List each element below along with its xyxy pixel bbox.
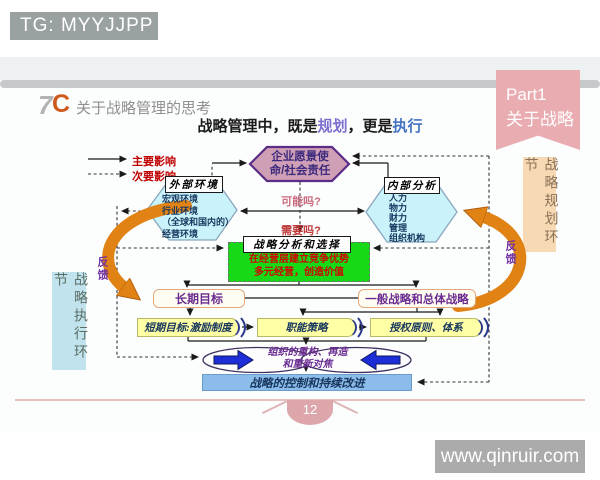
analysis-line1: 在经营层建立竞争优势 — [249, 254, 349, 265]
header-divider-bar — [0, 80, 600, 88]
restructure-text: 组织的重构、再造 和重新对焦 — [250, 347, 365, 371]
vision-line2: 命/社会责任 — [269, 165, 331, 177]
banner-right-curves — [240, 317, 489, 338]
internal-item: 物力 — [389, 203, 408, 213]
external-item: （全球和国内的） — [162, 217, 235, 227]
site-watermark-badge: www.qinruir.com — [435, 440, 585, 473]
internal-item: 组织机构 — [389, 233, 426, 243]
long-term-goals-box: 长期目标 — [153, 289, 245, 308]
feedback-arrows — [102, 200, 527, 312]
vision-line1: 企业愿景使 — [271, 151, 329, 163]
external-item: 宏观环境 — [162, 194, 199, 204]
blue-arrow-right-icon — [213, 349, 254, 371]
feedback-label-right: 反馈 — [504, 240, 516, 266]
external-env-label: 外部环境 — [165, 176, 223, 193]
strategy-analysis-text: 在经营层建立竞争优势 多元经营，创造价值 — [229, 254, 369, 279]
banner-functional-strategy: 职能策略 — [257, 318, 357, 337]
question-needed: 需要吗? — [281, 225, 321, 237]
diagram-title: 战略管理中，既是规划，更是执行 — [150, 115, 470, 136]
slide-top-band — [0, 57, 600, 80]
external-item: 行业环境 — [162, 205, 199, 216]
external-item: 经营环境 — [162, 228, 199, 239]
analysis-line2: 多元经营，创造价值 — [254, 266, 344, 278]
blue-arrow-left-icon — [360, 349, 401, 371]
vision-hexagon — [248, 145, 351, 183]
restructure-line2: 和重新对焦 — [282, 359, 333, 370]
title-highlight-planning: 规划 — [317, 118, 348, 135]
ribbon-line2: 关于战略 — [506, 110, 574, 129]
banner-authorization-system: 授权原则、体系 — [370, 318, 483, 337]
internal-analysis-items: 人力 物力 财力 管理 组织机构 — [389, 193, 451, 243]
page-number-badge: 12 — [287, 400, 333, 425]
title-text: ，更是 — [347, 118, 393, 135]
strategy-control-bar: 战略的控制和持续改进 — [202, 374, 412, 391]
internal-item: 人力 — [389, 193, 408, 203]
internal-item: 财力 — [389, 213, 408, 223]
title-highlight-execution: 执行 — [392, 118, 423, 135]
internal-analysis-label: 内部分析 — [384, 177, 440, 194]
internal-item: 管理 — [389, 223, 408, 233]
general-strategy-box: 一般战略和总体战略 — [358, 289, 476, 308]
feedback-arrow-left-icon — [102, 200, 192, 289]
question-possible: 可能吗? — [281, 196, 321, 208]
slide-header-title: 关于战略管理的思考 — [76, 100, 212, 117]
feedback-arrow-right-icon — [452, 216, 527, 312]
ribbon-line1: Part1 — [506, 85, 547, 104]
tg-watermark-badge: TG: MYYJJPP — [10, 12, 158, 40]
restructure-line1: 组织的重构、再造 — [267, 347, 348, 358]
solid-connectors — [88, 155, 444, 372]
banner-short-term-goals: 短期目标:激励制度 — [137, 318, 240, 337]
legend-primary-label: 主要影响 — [132, 156, 176, 168]
external-env-items: 宏观环境 行业环境 （全球和国内的） 经营环境 — [162, 194, 244, 240]
vision-mission-text: 企业愿景使 命/社会责任 — [252, 150, 348, 178]
hexagons — [146, 145, 458, 243]
strategy-analysis-label: 战略分析和选择 — [243, 236, 351, 253]
restructure-ellipses — [202, 346, 412, 374]
title-text: 战略管理中，既是 — [197, 118, 318, 135]
side-label-execution: 战略执行环节 — [52, 272, 87, 370]
side-label-planning: 战略规划环节 — [523, 157, 558, 252]
logo-seven-glyph: 7 — [38, 90, 53, 120]
logo-c-glyph: C — [52, 90, 71, 118]
feedback-label-left: 反馈 — [96, 256, 108, 282]
